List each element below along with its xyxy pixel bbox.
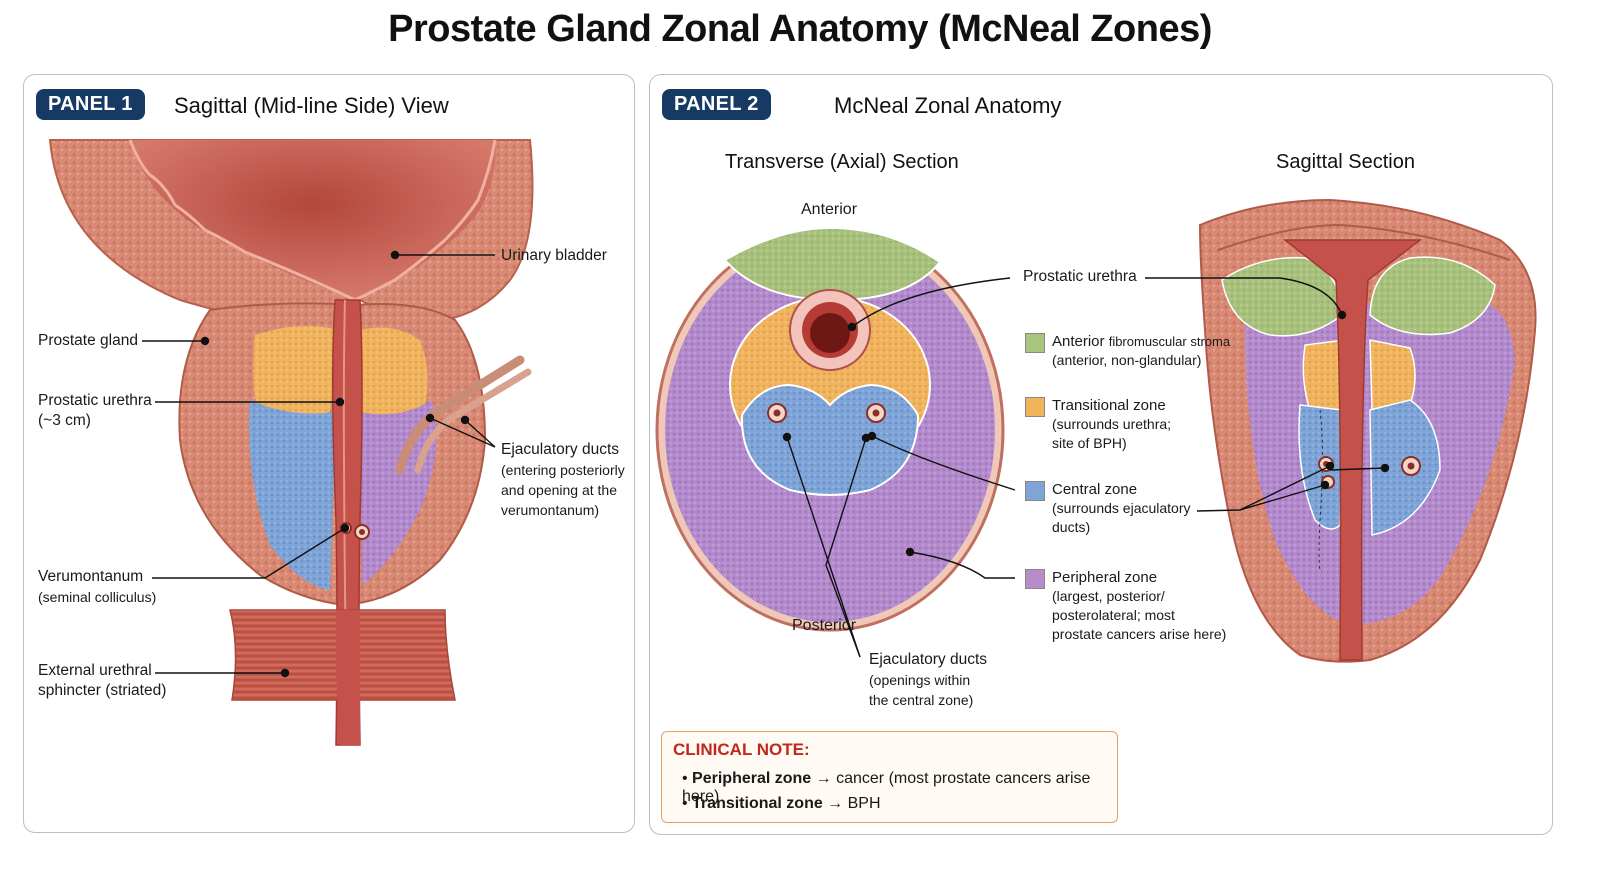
clinical-note-box: CLINICAL NOTE: • Peripheral zone → cance…: [661, 731, 1118, 823]
clinical-note-item-1-bold: Peripheral zone: [692, 770, 812, 787]
label-ejaculatory-ducts-p2-name: Ejaculatory ducts: [869, 651, 988, 668]
label-verumontanum: Verumontanum (seminal colliculus): [38, 567, 156, 607]
legend-central-note2: ducts): [1052, 519, 1091, 535]
label-ejaculatory-ducts-note3: verumontanum): [501, 502, 600, 518]
legend-item-anterior: Anterior fibromuscular stroma (anterior,…: [1052, 332, 1230, 370]
sagittal-view-illustration: [48, 139, 534, 746]
legend-central-note1: (surrounds ejaculatory: [1052, 500, 1191, 516]
label-posterior: Posterior: [792, 617, 857, 634]
panel-2-badge: PANEL 2: [662, 89, 771, 120]
label-ejaculatory-ducts-name: Ejaculatory ducts: [501, 441, 620, 458]
legend-swatch-transitional: [1025, 397, 1045, 417]
label-prostate-gland: Prostate gland: [38, 332, 138, 349]
label-ejaculatory-ducts-note2: and opening at the: [501, 482, 617, 498]
label-sphincter-line1: External urethral: [38, 662, 152, 679]
legend-swatch-central: [1025, 481, 1045, 501]
legend-item-peripheral: Peripheral zone (largest, posterior/ pos…: [1052, 568, 1226, 644]
panel2-leaders: [782, 277, 1390, 658]
clinical-note-item-2: • Transitional zone → BPH: [682, 795, 881, 812]
label-prostatic-urethra: Prostatic urethra (~3 cm): [38, 391, 152, 431]
page-title: Prostate Gland Zonal Anatomy (McNeal Zon…: [388, 8, 1212, 50]
label-prostatic-urethra-name: Prostatic urethra: [38, 392, 152, 409]
clinical-note-item-1-rest: → cancer (most prostate cancers arise he…: [682, 770, 1091, 805]
panel-1-title: Sagittal (Mid-line Side) View: [174, 93, 449, 118]
label-prostatic-urethra-p2: Prostatic urethra: [1023, 268, 1137, 285]
panel-2-title: McNeal Zonal Anatomy: [834, 93, 1062, 118]
label-urinary-bladder: Urinary bladder: [501, 247, 607, 264]
label-ejaculatory-ducts-p2-note1: (openings within: [869, 672, 971, 688]
transverse-section-title: Transverse (Axial) Section: [725, 151, 959, 173]
clinical-note-title: CLINICAL NOTE:: [673, 740, 810, 759]
legend-swatch-peripheral: [1025, 569, 1045, 589]
legend-anterior-name-small: fibromuscular stroma: [1108, 334, 1231, 349]
panel1-leaders: [142, 250, 496, 678]
clinical-note-item-2-bold: Transitional zone: [692, 795, 823, 812]
clinical-note-item-1: • Peripheral zone → cancer (most prostat…: [682, 770, 1091, 805]
label-ejaculatory-ducts-p1: Ejaculatory ducts (entering posteriorly …: [501, 440, 625, 520]
label-ejaculatory-ducts-note1: (entering posteriorly: [501, 462, 625, 478]
clinical-note-item-2-rest: → BPH: [822, 795, 881, 812]
label-sphincter-line2: sphincter (striated): [38, 682, 167, 699]
label-anterior: Anterior: [801, 201, 858, 218]
label-prostatic-urethra-size: (~3 cm): [38, 412, 91, 429]
label-ejaculatory-ducts-p2-note2: the central zone): [869, 692, 974, 708]
panel-1-badge: PANEL 1: [36, 89, 145, 120]
legend-peripheral-note3: prostate cancers arise here): [1052, 626, 1227, 642]
legend-transitional-note1: (surrounds urethra;: [1052, 416, 1172, 432]
legend-item-central: Central zone (surrounds ejaculatory duct…: [1052, 480, 1191, 537]
legend-central-name: Central zone: [1052, 481, 1138, 498]
legend-peripheral-name: Peripheral zone: [1052, 569, 1158, 586]
sagittal-section-title: Sagittal Section: [1276, 151, 1415, 173]
label-verumontanum-name: Verumontanum: [38, 568, 144, 585]
legend-anterior-note1: (anterior, non-glandular): [1052, 352, 1202, 368]
legend-peripheral-note2: posterolateral; most: [1052, 607, 1175, 623]
legend-swatch-anterior: [1025, 333, 1045, 353]
legend-transitional-note2: site of BPH): [1052, 435, 1127, 451]
sagittal-section-illustration: [1198, 198, 1537, 663]
label-verumontanum-note: (seminal colliculus): [38, 589, 157, 605]
label-ejaculatory-ducts-p2: Ejaculatory ducts (openings within the c…: [869, 650, 987, 710]
label-external-urethral-sphincter: External urethral sphincter (striated): [38, 661, 166, 701]
legend-item-transitional: Transitional zone (surrounds urethra; si…: [1052, 396, 1171, 453]
legend-peripheral-note1: (largest, posterior/: [1052, 588, 1165, 604]
legend-anterior-name: Anterior: [1052, 333, 1105, 350]
legend-transitional-name: Transitional zone: [1052, 397, 1166, 414]
transverse-section-illustration: [655, 226, 1005, 632]
